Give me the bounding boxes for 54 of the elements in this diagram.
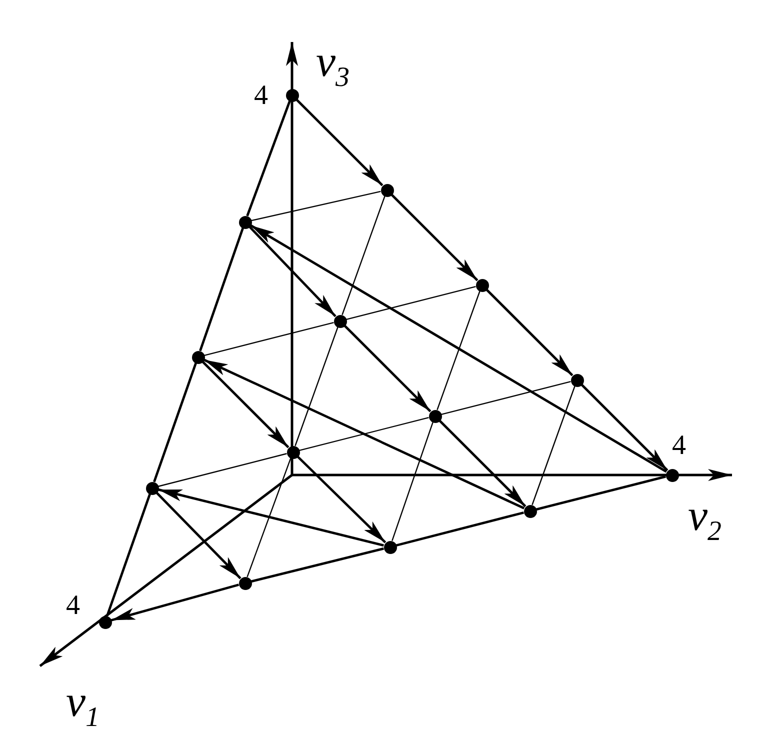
arrow: [158, 488, 384, 547]
axis-label: v$_{1}$: [66, 680, 100, 732]
connector-line: [441, 381, 571, 415]
connector-line: [251, 190, 381, 222]
arrow: [250, 224, 668, 473]
connector-line: [299, 417, 429, 451]
arrow: [580, 384, 668, 472]
lattice-point: [524, 504, 536, 518]
lattice-point: [238, 576, 252, 590]
vertex-value-label: 4: [672, 432, 686, 460]
arrow: [296, 98, 384, 186]
arrow: [390, 194, 478, 282]
vertex-value-label: 4: [254, 82, 268, 110]
connector-line: [158, 453, 287, 487]
lattice-point: [238, 216, 252, 228]
arrow: [344, 324, 432, 412]
connector-line: [396, 511, 524, 547]
lattice-point: [428, 410, 442, 422]
lattice-point: [380, 184, 394, 196]
lattice-point: [384, 540, 396, 554]
connector-line: [532, 386, 576, 506]
lattice-point: [570, 374, 584, 386]
axis-label: v$_{2}$: [688, 494, 722, 546]
connector-line: [246, 100, 291, 216]
connector-line: [106, 494, 151, 616]
connector-line: [392, 422, 434, 542]
lattice-point: [286, 88, 298, 102]
vertex-value-label: 4: [66, 592, 80, 620]
arrow: [248, 226, 336, 318]
connector-line: [536, 475, 666, 511]
lattice-point: [192, 350, 204, 364]
lattice-point: [334, 314, 346, 328]
lattice-point: [666, 468, 678, 482]
axis-label: v$_{3}$: [316, 40, 350, 92]
lattice-point: [146, 482, 158, 494]
lattice-point: [98, 616, 112, 628]
arrow: [296, 456, 386, 544]
arrow: [156, 492, 242, 580]
connector-line: [246, 458, 292, 578]
arrow: [203, 358, 525, 510]
arrow: [110, 584, 240, 622]
connector-line: [342, 196, 386, 316]
lattice-point: [286, 446, 300, 458]
arrow: [202, 360, 290, 448]
connector-line: [251, 547, 384, 583]
connector-line: [436, 290, 480, 410]
connector-line: [199, 228, 244, 352]
connector-line: [153, 362, 197, 482]
arrow: [438, 420, 526, 508]
lattice-point: [476, 278, 488, 292]
connector-line: [346, 286, 476, 320]
connector-line: [204, 322, 334, 356]
arrow: [486, 288, 574, 376]
connector-line: [294, 326, 338, 446]
